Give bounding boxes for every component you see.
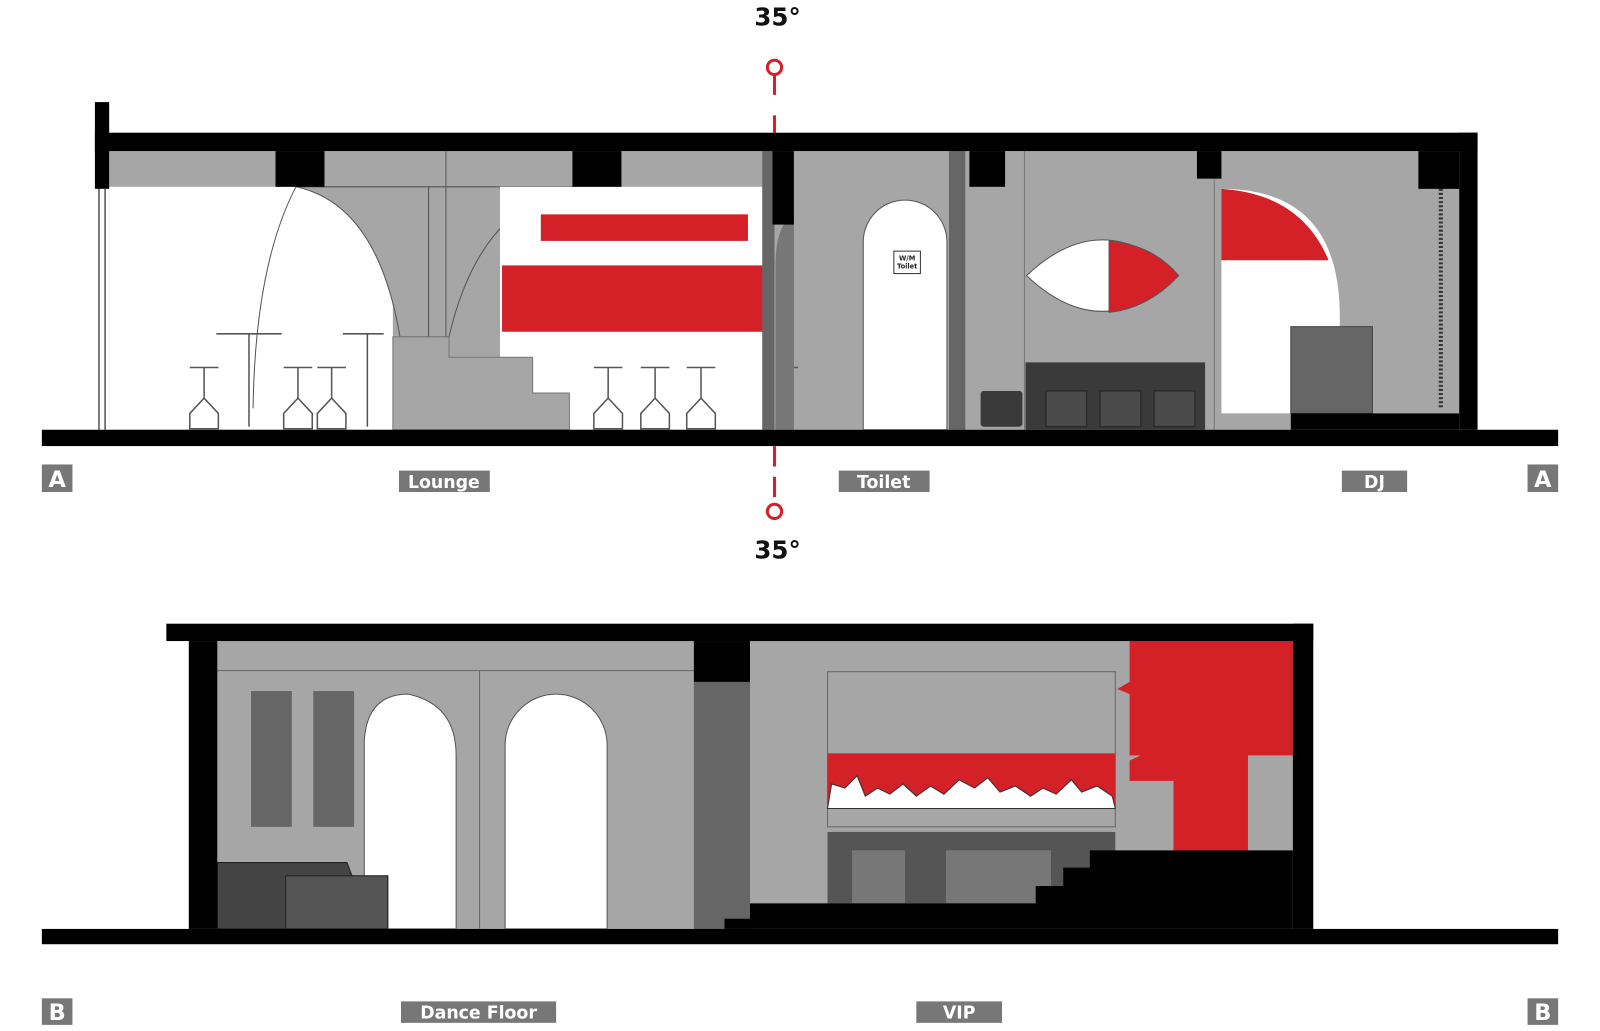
section-b-structure (41, 623, 1559, 945)
dance-floor-arch (504, 693, 608, 930)
dj-red-arch (1221, 188, 1329, 261)
angle-top: 35° (754, 3, 800, 32)
marker-a-right: A (1527, 464, 1559, 493)
dj-booth (1290, 326, 1373, 414)
section-a-structure (41, 102, 1559, 447)
svg-text:Lounge: Lounge (408, 473, 480, 493)
marker-b-left: B (41, 998, 73, 1026)
room-label-dj: DJ (1341, 470, 1408, 493)
marker-b-left-text: B (49, 1000, 66, 1026)
room-label-toilet: Toilet (838, 470, 930, 493)
room-label-lounge: Lounge (398, 470, 490, 493)
red-band-lower (502, 265, 764, 332)
bench-cushions (1045, 390, 1196, 428)
marker-b-right: B (1527, 998, 1559, 1026)
vip-stairs (724, 850, 1293, 929)
svg-text:Dance Floor: Dance Floor (420, 1004, 537, 1024)
toilet-partition (948, 151, 966, 430)
vip-red-wall (1117, 641, 1293, 851)
wall-panel (313, 691, 355, 827)
toilet-sign-line-1: W/M (899, 254, 915, 262)
cut-marker-top-icon (765, 58, 784, 77)
room-label-vip: VIP (916, 1001, 1003, 1024)
section-b: B B Dance Floor VIP (41, 623, 1559, 1026)
red-band-upper (540, 214, 748, 241)
wall-panel (251, 691, 292, 827)
column-dark (762, 151, 775, 430)
cut-line: 35° 35° (754, 3, 800, 565)
svg-text:Toilet: Toilet (857, 473, 910, 493)
toilet-sign (893, 250, 921, 275)
marker-b-right-text: B (1534, 1000, 1551, 1026)
lounge-space (109, 186, 393, 430)
column-dark (693, 681, 750, 929)
vip-rocks (826, 774, 1116, 809)
marker-a-right-text: A (1534, 467, 1552, 493)
room-label-dance-floor: Dance Floor (401, 1001, 557, 1024)
marker-a-left: A (41, 464, 73, 493)
cut-marker-bottom-icon (765, 502, 784, 521)
marker-a-left-text: A (48, 467, 66, 493)
section-a: A A Lounge Toilet DJ (41, 102, 1559, 493)
angle-bottom: 35° (754, 535, 800, 564)
bar-stools (98, 188, 798, 430)
svg-text:VIP: VIP (943, 1004, 976, 1024)
stair-curve (252, 186, 297, 409)
dance-floor-arch (363, 693, 457, 930)
svg-text:DJ: DJ (1364, 473, 1385, 493)
toilet-sign-line-2: Toilet (897, 262, 918, 270)
toilet-wall-curve (775, 214, 794, 430)
eye-iris (1108, 240, 1180, 313)
stool-dark (980, 390, 1023, 427)
toilet-door-arch (862, 199, 948, 431)
